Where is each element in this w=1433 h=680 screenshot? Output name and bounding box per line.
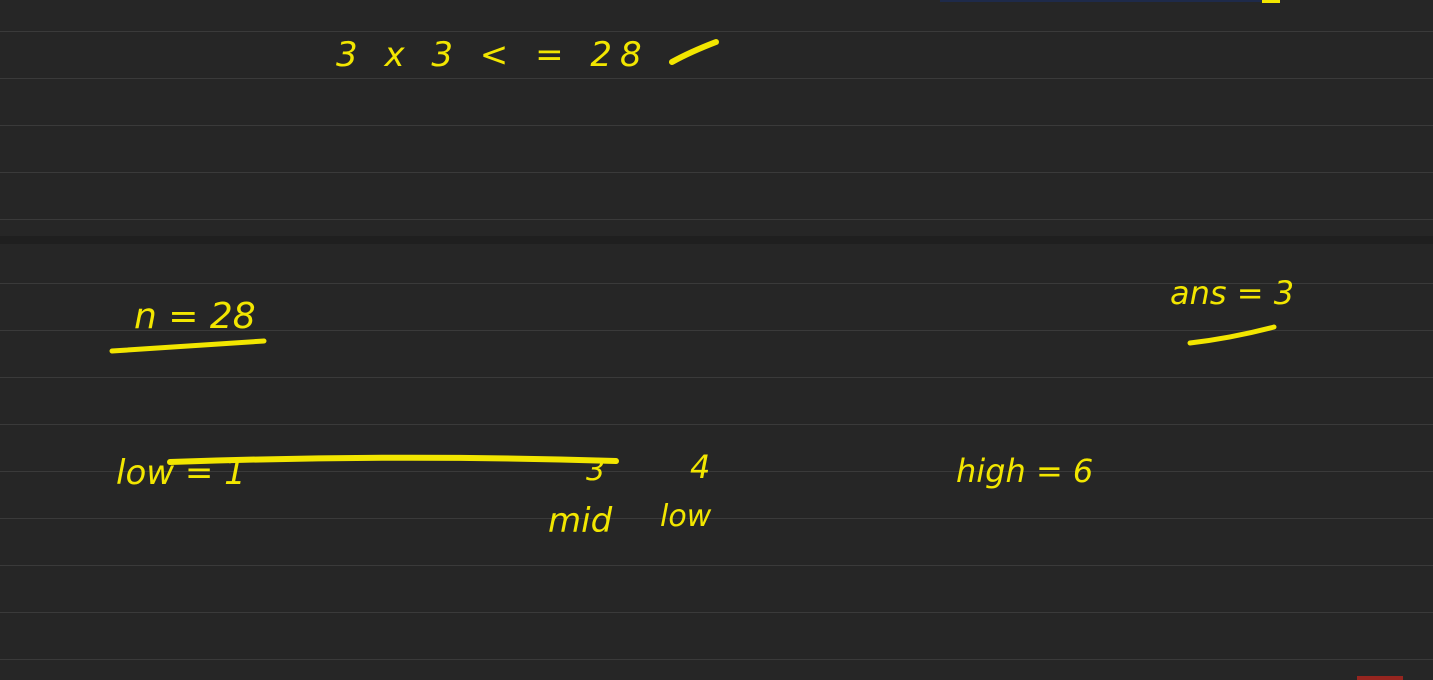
top-accent-mark bbox=[1262, 0, 1280, 3]
strike-line bbox=[167, 454, 619, 465]
n-label: n = 28 bbox=[134, 296, 256, 337]
top-accent-bar bbox=[940, 0, 1280, 2]
n-underline bbox=[109, 338, 267, 354]
equation-text: 3 x 3 < = 28 bbox=[336, 35, 650, 75]
ans-label: ans = 3 bbox=[1170, 274, 1294, 312]
watermark-logo bbox=[1357, 676, 1403, 680]
ans-underline bbox=[1187, 324, 1277, 346]
mid-value: 3 bbox=[586, 453, 605, 488]
mid-word: mid bbox=[548, 501, 613, 541]
next-value: 4 bbox=[690, 448, 710, 486]
low-word: low bbox=[660, 499, 712, 534]
page-divider bbox=[0, 236, 1433, 244]
high-label: high = 6 bbox=[956, 452, 1093, 490]
check-mark bbox=[669, 39, 719, 65]
